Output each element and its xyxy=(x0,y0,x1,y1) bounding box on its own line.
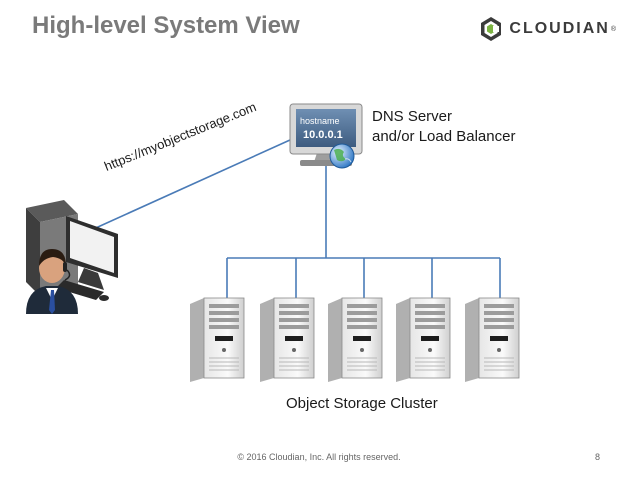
dns-screen-ip: 10.0.0.1 xyxy=(303,129,343,141)
logo-trademark: ® xyxy=(610,25,616,33)
storage-server-4 xyxy=(395,297,451,383)
storage-server-1 xyxy=(189,297,245,383)
dns-label-line2: and/or Load Balancer xyxy=(372,128,516,145)
network-connectors xyxy=(77,139,501,300)
client-workstation xyxy=(26,200,118,301)
cluster-label: Object Storage Cluster xyxy=(286,395,438,412)
storage-server-3 xyxy=(327,297,383,383)
storage-server-2 xyxy=(259,297,315,383)
page-number: 8 xyxy=(594,452,600,462)
dns-screen-hostname: hostname xyxy=(300,116,340,126)
dns-label-line1: DNS Server xyxy=(372,108,453,125)
user-avatar xyxy=(26,249,78,314)
dns-server-monitor: hostname 10.0.0.1 xyxy=(289,103,363,166)
dns-label: DNS Server and/or Load Balancer xyxy=(372,107,515,147)
globe-icon xyxy=(329,143,355,169)
storage-server-5 xyxy=(464,297,520,383)
cloudian-hexagon-icon xyxy=(481,17,502,41)
logo-wordmark: CLOUDIAN xyxy=(509,20,610,37)
cloudian-logo: CLOUDIAN® xyxy=(479,14,616,44)
slide-title: High-level System View xyxy=(32,12,300,39)
slide-footer: © 2016 Cloudian, Inc. All rights reserve… xyxy=(237,452,401,462)
